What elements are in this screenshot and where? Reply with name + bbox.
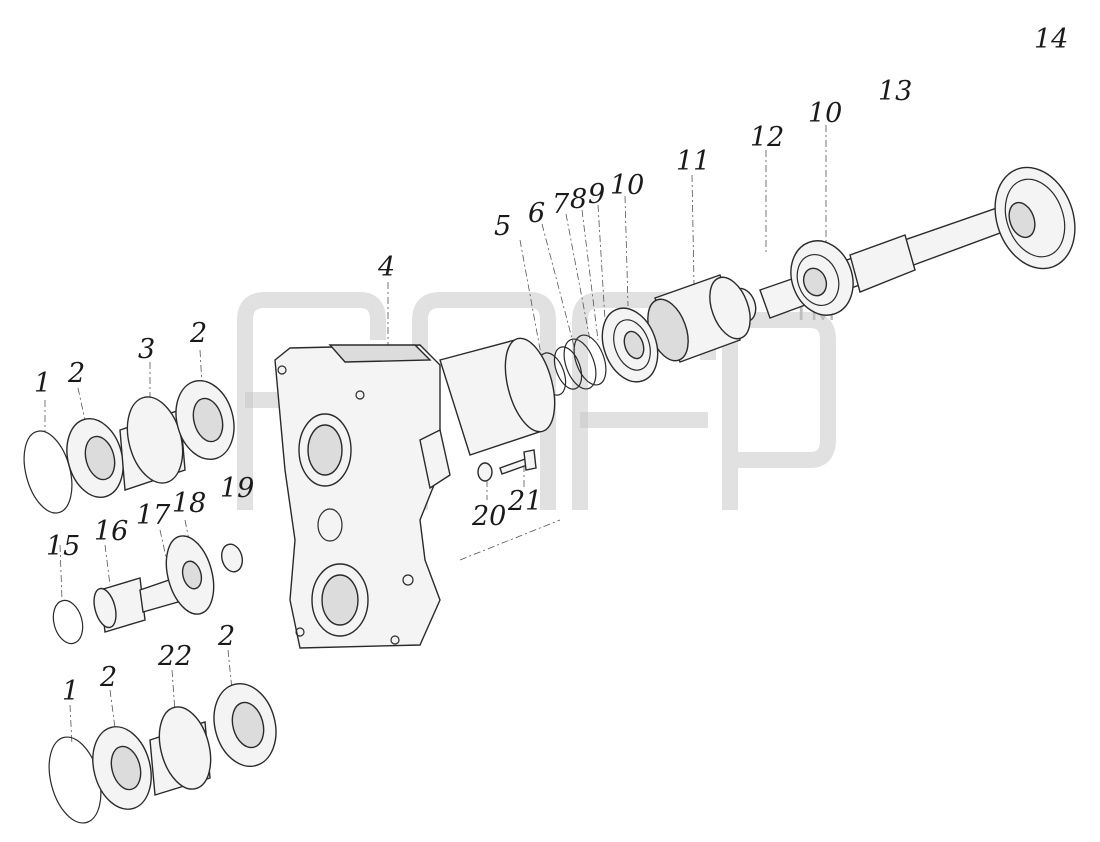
callout-11: 11 [676,146,710,177]
callout-15: 15 [46,531,80,562]
callout-21: 21 [507,486,542,517]
bearing-upper-right [790,240,854,316]
callout-8: 8 [570,184,587,215]
washer-and-bolt [477,449,537,482]
callout-2-top-a: 2 [67,358,85,389]
callout-17: 17 [136,500,171,531]
clutch-hub [647,274,751,363]
lower-shaft-group [48,682,277,824]
callout-2-bottom-b: 2 [217,621,235,652]
callout-9: 9 [588,179,605,210]
callout-4: 4 [377,252,395,283]
callout-2-top-b: 2 [189,318,207,349]
callout-13: 13 [878,76,912,107]
callout-19: 19 [220,473,254,504]
callout-1-top: 1 [34,368,51,399]
callout-1-bottom: 1 [62,676,79,707]
callout-10-middle: 10 [610,170,644,201]
callout-labels: 1 2 3 2 4 5 6 7 8 9 10 11 12 10 13 14 15… [34,24,1068,707]
callout-18: 18 [172,488,206,519]
callout-14: 14 [1034,24,1068,55]
callout-6: 6 [528,198,545,229]
callout-2-bottom-a: 2 [99,662,117,693]
middle-shaft-group [52,535,244,645]
cylinder-cover [439,337,556,456]
callout-20: 20 [471,501,506,532]
callout-22: 22 [157,641,192,672]
upper-shaft-group [23,379,235,514]
leader-lines [44,125,827,746]
callout-10-right: 10 [808,98,842,129]
callout-16: 16 [94,516,128,547]
callout-12: 12 [750,122,784,153]
gearbox-housing [274,344,451,649]
callout-7: 7 [552,189,570,220]
callout-3: 3 [138,334,155,365]
callout-5: 5 [494,211,511,242]
bearing-middle [601,307,659,383]
